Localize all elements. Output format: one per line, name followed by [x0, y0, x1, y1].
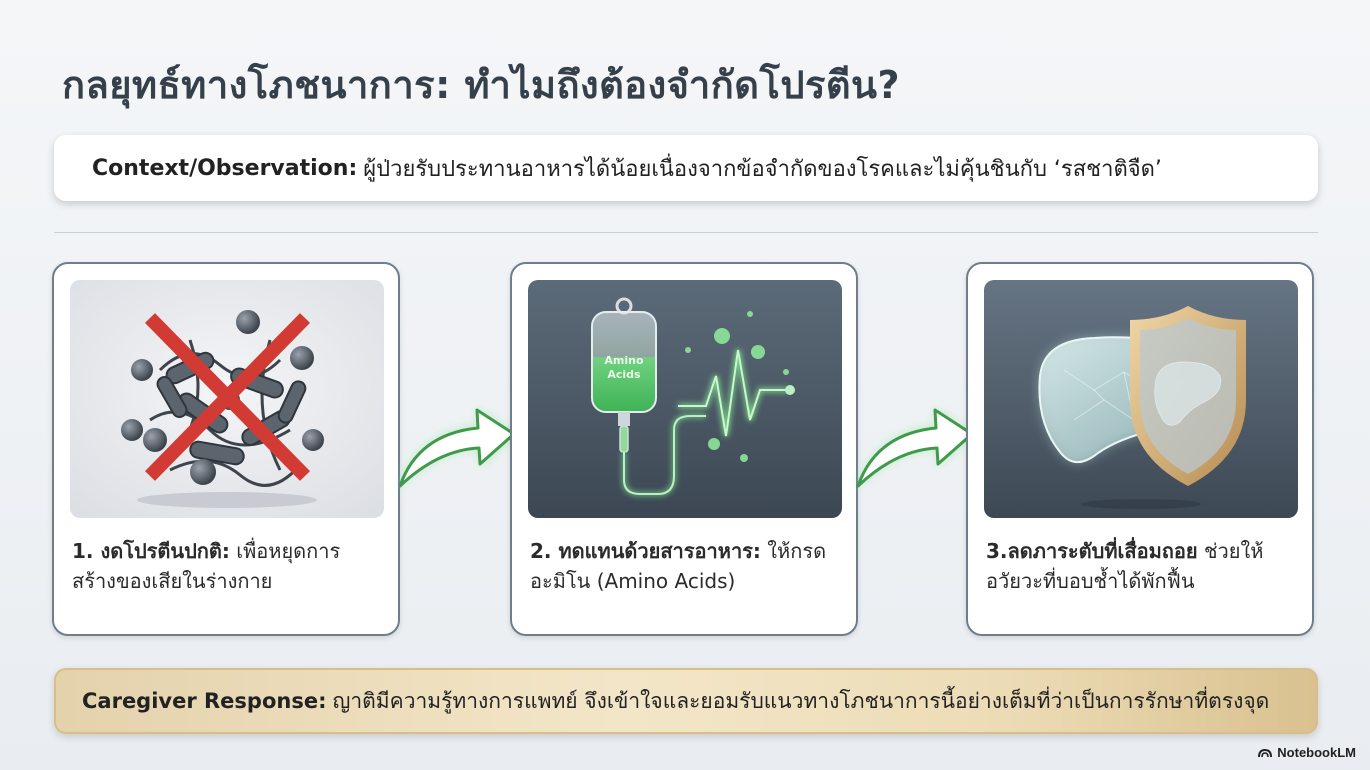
step-text-3: ช่วยให้อวัยวะที่บอบช้ำได้พักฟื้น: [986, 539, 1264, 593]
step-caption-1: 1. งดโปรตีนปกติ: เพื่อหยุดการสร้างของเสี…: [72, 536, 384, 596]
brand-watermark: NotebookLM: [1258, 745, 1356, 760]
step-heading-1: 1. งดโปรตีนปกติ:: [72, 539, 230, 563]
step-caption-3: 3.ลดภาระตับที่เสื่อมถอย ช่วยให้อวัยวะที่…: [986, 536, 1298, 596]
page-title: กลยุทธ์ทางโภชนาการ: ทำไมถึงต้องจำกัดโปรต…: [62, 63, 901, 107]
bag-label-2: Acids: [607, 368, 641, 381]
step-card-1: 1. งดโปรตีนปกติ: เพื่อหยุดการสร้างของเสี…: [52, 262, 400, 636]
step-text-1: เพื่อหยุดการสร้างของเสียในร่างกาย: [72, 539, 341, 593]
arrow-right-icon: [398, 408, 516, 488]
notebooklm-logo-icon: [1258, 748, 1273, 757]
brand-name: NotebookLM: [1277, 745, 1356, 760]
step-text-2: ให้กรดอะมิโน (Amino Acids): [530, 539, 827, 593]
caregiver-label: Caregiver Response:: [82, 689, 327, 713]
context-label: Context/Observation:: [92, 155, 358, 181]
bag-label-1: Amino: [604, 354, 644, 367]
caregiver-text: ญาติมีความรู้ทางการแพทย์ จึงเข้าใจและยอม…: [332, 688, 1270, 713]
step-caption-2: 2. ทดแทนด้วยสารอาหาร: ให้กรดอะมิโน (Amin…: [530, 536, 842, 596]
arrow-right-icon: [856, 408, 974, 488]
divider: [54, 232, 1318, 233]
caregiver-response-box: Caregiver Response: ญาติมีความรู้ทางการแ…: [54, 668, 1318, 734]
crossed-protein-icon: [70, 280, 384, 518]
iv-bag-icon: Amino Acids: [528, 280, 842, 518]
liver-shield-icon: [984, 280, 1298, 518]
step-heading-3: 3.ลดภาระตับที่เสื่อมถอย: [986, 539, 1198, 563]
step-card-2: Amino Acids 2. ทดแทนด้วยสารอาหาร: ให้กรด…: [510, 262, 858, 636]
step-heading-2: 2. ทดแทนด้วยสารอาหาร:: [530, 539, 761, 563]
step-card-3: 3.ลดภาระตับที่เสื่อมถอย ช่วยให้อวัยวะที่…: [966, 262, 1314, 636]
context-observation-box: Context/Observation: ผู้ป่วยรับประทานอาห…: [54, 135, 1318, 201]
context-text: ผู้ป่วยรับประทานอาหารได้น้อยเนื่องจากข้อ…: [363, 156, 1162, 182]
